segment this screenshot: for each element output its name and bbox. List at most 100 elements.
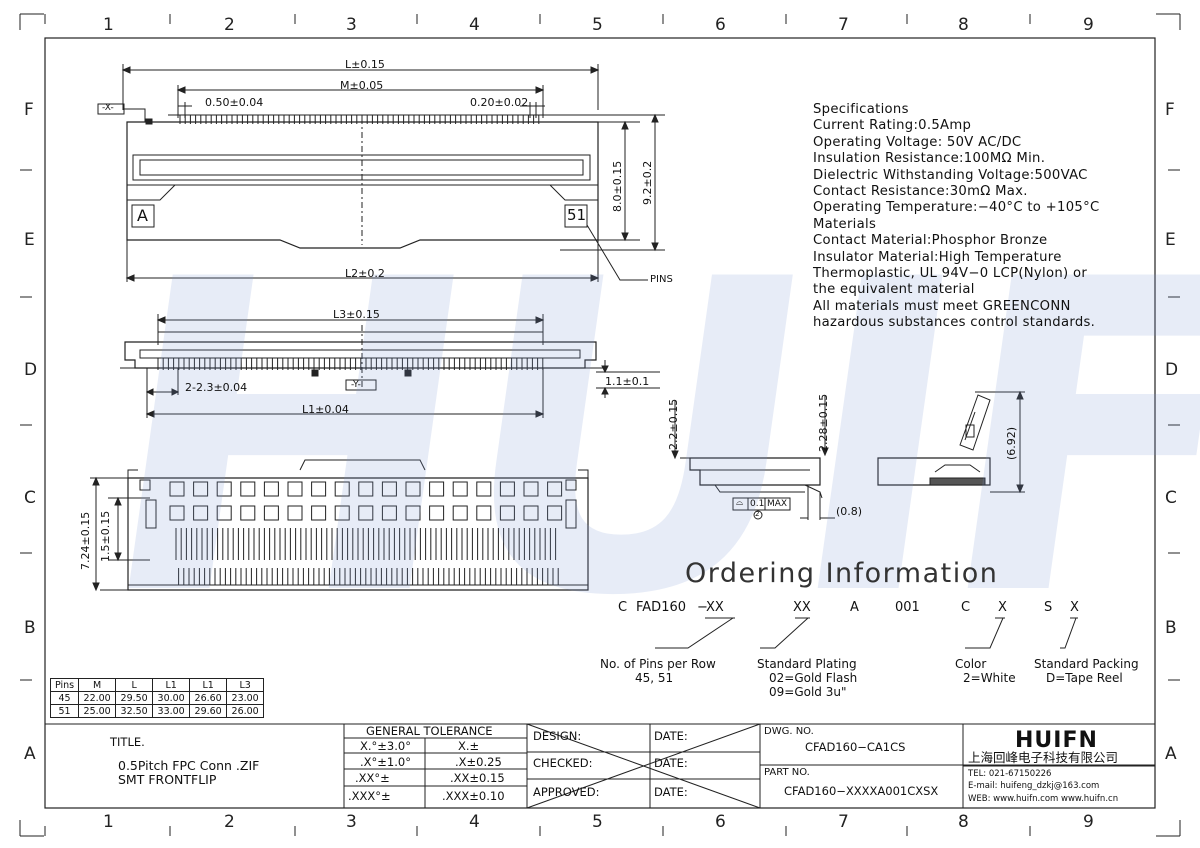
bottom-pin	[347, 528, 351, 585]
bottom-window	[405, 481, 421, 497]
bottom-pin	[399, 528, 403, 585]
spec-line: Insulation Resistance:100MΩ Min.	[813, 151, 1046, 167]
bottom-pin	[326, 528, 330, 585]
watermark-text: HUIFN	[74, 190, 1200, 690]
bottom-pin	[393, 528, 398, 585]
tolerance-cell: X.±	[458, 739, 480, 753]
bottom-pin	[196, 528, 200, 585]
table-header: L1	[152, 678, 191, 692]
table-cell: 51	[49, 704, 80, 718]
table-cell: 29.50	[115, 691, 154, 705]
bottom-pin	[414, 528, 419, 585]
bottom-window	[334, 505, 350, 521]
table-cell: 45	[49, 691, 80, 705]
bottom-pin	[373, 528, 377, 585]
design-label: DESIGN:	[533, 729, 582, 743]
bottom-window	[381, 505, 397, 521]
bottom-pin	[357, 528, 362, 585]
pin-dimension-table: Pins M L L1 L1 L3 45 22.00 29.50 30.00 2…	[49, 678, 265, 718]
grid-column-label: 2	[224, 15, 235, 35]
bottom-pin	[477, 528, 481, 585]
bottom-pin	[362, 528, 367, 585]
bottom-window	[523, 481, 539, 497]
bottom-pin	[466, 528, 471, 585]
flatness-value: 0.1	[750, 499, 765, 509]
table-cell: 25.00	[78, 704, 117, 718]
bottom-window	[287, 481, 303, 497]
bottom-window	[216, 481, 232, 497]
bottom-window	[216, 505, 232, 521]
bottom-pin	[243, 528, 247, 585]
flatness-max: MAX	[767, 499, 788, 509]
bottom-window	[311, 505, 327, 521]
grid-column-label: 9	[1083, 15, 1094, 35]
bottom-pin	[295, 528, 299, 585]
grid-row-label: E	[24, 230, 35, 250]
bottom-pin	[269, 528, 273, 585]
spec-line: Thermoplastic, UL 94V−0 LCP(Nylon) or	[813, 266, 1088, 281]
dim-6-92: (6.92)	[1005, 426, 1018, 460]
table-cell: 23.00	[226, 691, 265, 705]
grid-column-label: 4	[469, 15, 480, 35]
date-label: DATE:	[654, 756, 688, 770]
bottom-window	[240, 481, 256, 497]
bottom-pin	[534, 528, 538, 585]
table-header: L1	[189, 678, 228, 692]
grid-row-label: D	[24, 360, 38, 380]
ordering-color-label: Color	[955, 657, 987, 671]
grid-row-label: D	[1165, 360, 1179, 380]
bottom-pin	[523, 528, 528, 585]
bottom-pin	[555, 528, 559, 585]
bottom-pin	[425, 528, 429, 585]
datum-x: -X-	[102, 103, 114, 113]
grid-column-label: 3	[346, 15, 357, 35]
grid-row-label: F	[24, 100, 34, 120]
spec-line: hazardous substances control standards.	[813, 315, 1096, 331]
ordering-code-part: 001	[895, 600, 920, 615]
grid-row-label: A	[1165, 744, 1177, 764]
tolerance-cell: X.°±3.0°	[360, 739, 411, 753]
dim-height-8: 8.0±0.15	[611, 160, 624, 212]
ordering-code-part: FAD160	[636, 600, 687, 615]
grid-column-label: 7	[838, 812, 849, 832]
grid-row-label: C	[24, 488, 36, 508]
dim-depth-small: 1.5±0.15	[99, 510, 112, 562]
bottom-pin	[253, 528, 258, 585]
grid-row-label: B	[24, 618, 36, 638]
bottom-window	[193, 505, 209, 521]
grid-column-label: 6	[715, 812, 726, 832]
company-tel: TEL: 021-67150226	[968, 769, 1052, 779]
bottom-pin	[549, 528, 554, 585]
bottom-window	[476, 481, 492, 497]
grid-column-label: 8	[958, 15, 969, 35]
bottom-pin	[331, 528, 336, 585]
ordering-pack-label: Standard Packing	[1034, 657, 1139, 671]
ordering-code-part: S	[1044, 600, 1053, 615]
bottom-pin	[383, 528, 388, 585]
table-row: 45 22.00 29.50 30.00 26.60 23.00	[49, 691, 265, 705]
bottom-window	[452, 505, 468, 521]
bottom-window	[263, 505, 279, 521]
bottom-window	[547, 505, 563, 521]
bottom-window	[429, 481, 445, 497]
bottom-pin	[274, 528, 278, 585]
table-cell: 26.00	[226, 704, 265, 718]
bottom-window	[193, 481, 209, 497]
dim-height-9: 9.2±0.2	[641, 160, 654, 205]
bottom-pin	[321, 528, 325, 585]
bottom-pin	[201, 528, 206, 585]
bottom-pin	[445, 528, 450, 585]
table-cell: 33.00	[152, 704, 191, 718]
bottom-pin	[237, 528, 242, 585]
part-label: PART NO.	[764, 767, 810, 778]
flatness-ref: 2	[755, 510, 760, 518]
bottom-pin	[300, 528, 304, 585]
bottom-pin	[279, 528, 284, 585]
spec-line: Contact Resistance:30mΩ Max.	[813, 184, 1028, 199]
bottom-pin	[497, 528, 502, 585]
ordering-code-part: C	[961, 600, 971, 615]
ordering-pins-label: No. of Pins per Row	[600, 657, 716, 671]
pin1-marker: A	[137, 206, 148, 225]
bottom-pin	[191, 528, 195, 585]
